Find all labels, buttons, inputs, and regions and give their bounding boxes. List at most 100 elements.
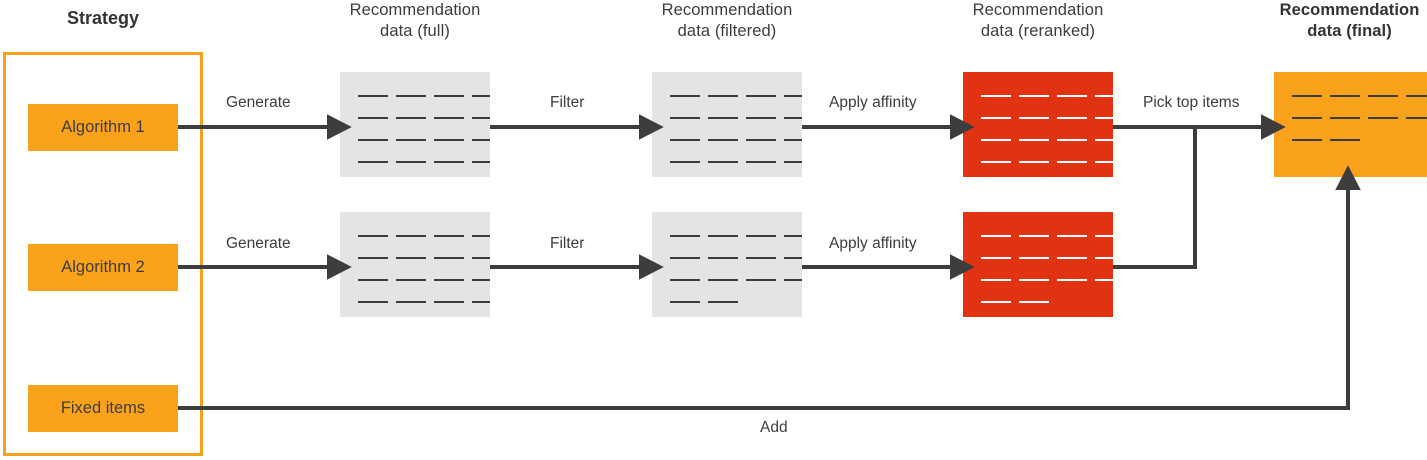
strategy-item-fixed-items[interactable]: Fixed items	[28, 385, 178, 432]
data-row-dash	[708, 95, 738, 97]
data-row-dash	[358, 235, 388, 237]
data-row-dash	[981, 139, 1011, 141]
data-row-dash	[1095, 139, 1113, 141]
data-row-dash	[472, 257, 490, 259]
column-header-full-line2: data (full)	[380, 22, 450, 40]
data-row-dash	[784, 257, 802, 259]
column-header-final-line1: Recommendation	[1279, 1, 1420, 19]
edge-label-add: Add	[760, 419, 788, 436]
strategy-item-algorithm-1[interactable]: Algorithm 1	[28, 104, 178, 151]
data-row-dash	[358, 301, 388, 303]
data-row-dash	[1057, 139, 1087, 141]
data-row-dash	[670, 279, 700, 281]
edge-label-filter-row1: Filter	[550, 94, 585, 111]
data-row-dash	[434, 279, 464, 281]
edge-label-pick-top-items: Pick top items	[1143, 94, 1240, 111]
data-row-dash	[670, 161, 700, 163]
data-row-dash	[981, 301, 1011, 303]
column-header-full-line1: Recommendation	[349, 1, 481, 19]
strategy-item-fixed-items-label: Fixed items	[60, 399, 146, 417]
data-row-dash	[670, 117, 700, 119]
data-row-dash	[746, 139, 776, 141]
column-header-filtered: Recommendation data (filtered)	[652, 0, 802, 42]
data-row-dash	[1368, 95, 1398, 97]
strategy-item-algorithm-1-label: Algorithm 1	[61, 118, 145, 136]
data-row-dash	[434, 161, 464, 163]
data-row-dash	[472, 161, 490, 163]
data-row-dash	[1095, 279, 1113, 281]
data-box-full-row1	[340, 72, 490, 177]
edge-label-generate-row2: Generate	[226, 235, 291, 252]
strategy-item-algorithm-2[interactable]: Algorithm 2	[28, 244, 178, 291]
data-row-dash	[1019, 95, 1049, 97]
data-row-dash	[1057, 95, 1087, 97]
strategy-title: Strategy	[3, 8, 203, 29]
column-header-filtered-line2: data (filtered)	[677, 22, 777, 40]
data-row-dash	[1095, 117, 1113, 119]
data-row-dash	[981, 257, 1011, 259]
data-row-dash	[1330, 95, 1360, 97]
data-row-dash	[1095, 161, 1113, 163]
data-row-dash	[1406, 117, 1427, 119]
strategy-title-text: Strategy	[66, 8, 140, 28]
data-row-dash	[670, 95, 700, 97]
data-box-filtered-row1	[652, 72, 802, 177]
data-row-dash	[472, 301, 490, 303]
data-row-dash	[396, 95, 426, 97]
data-row-dash	[472, 235, 490, 237]
data-row-dash	[1057, 117, 1087, 119]
data-row-dash	[1292, 117, 1322, 119]
data-row-dash	[396, 301, 426, 303]
data-box-final	[1274, 72, 1427, 177]
data-row-dash	[396, 257, 426, 259]
data-row-dash	[1330, 117, 1360, 119]
data-box-reranked-row2	[963, 212, 1113, 317]
data-row-dash	[1019, 279, 1049, 281]
column-header-full: Recommendation data (full)	[340, 0, 490, 42]
data-row-dash	[784, 161, 802, 163]
data-row-dash	[434, 235, 464, 237]
data-row-dash	[358, 139, 388, 141]
data-row-dash	[396, 139, 426, 141]
data-box-filtered-row2	[652, 212, 802, 317]
data-row-dash	[1406, 95, 1427, 97]
data-row-dash	[708, 161, 738, 163]
column-header-reranked: Recommendation data (reranked)	[963, 0, 1113, 42]
data-row-dash	[1057, 161, 1087, 163]
edge-label-apply-affinity-row1: Apply affinity	[829, 94, 917, 111]
data-row-dash	[708, 257, 738, 259]
data-row-dash	[708, 117, 738, 119]
data-row-dash	[358, 279, 388, 281]
data-row-dash	[670, 257, 700, 259]
data-row-dash	[1292, 139, 1322, 141]
data-row-dash	[708, 235, 738, 237]
data-row-dash	[1019, 235, 1049, 237]
data-row-dash	[1019, 301, 1049, 303]
data-row-dash	[1368, 117, 1398, 119]
data-row-dash	[396, 235, 426, 237]
data-row-dash	[472, 139, 490, 141]
data-row-dash	[434, 117, 464, 119]
data-row-dash	[1095, 95, 1113, 97]
data-row-dash	[1057, 257, 1087, 259]
data-row-dash	[746, 95, 776, 97]
data-row-dash	[358, 117, 388, 119]
data-row-dash	[358, 95, 388, 97]
edge-label-generate-row1: Generate	[226, 94, 291, 111]
data-row-dash	[434, 95, 464, 97]
data-row-dash	[708, 139, 738, 141]
data-row-dash	[1019, 117, 1049, 119]
data-row-dash	[746, 235, 776, 237]
data-row-dash	[981, 279, 1011, 281]
column-header-reranked-line1: Recommendation	[972, 1, 1104, 19]
column-header-filtered-line1: Recommendation	[661, 1, 793, 19]
data-row-dash	[1019, 257, 1049, 259]
data-row-dash	[981, 95, 1011, 97]
data-row-dash	[1292, 95, 1322, 97]
data-row-dash	[670, 139, 700, 141]
data-row-dash	[708, 279, 738, 281]
data-row-dash	[358, 257, 388, 259]
data-box-full-row2	[340, 212, 490, 317]
data-box-reranked-row1	[963, 72, 1113, 177]
